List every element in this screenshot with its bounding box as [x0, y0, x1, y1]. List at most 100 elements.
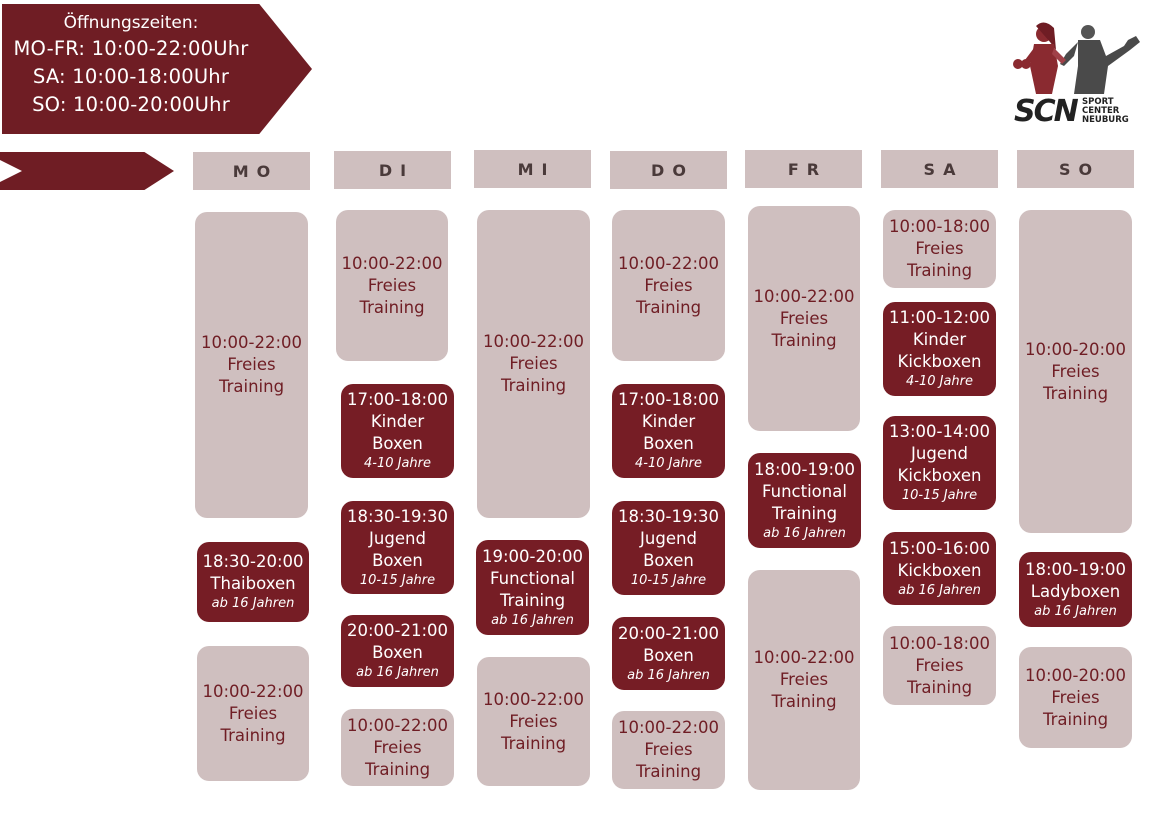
card-time: 17:00-18:00	[617, 390, 720, 409]
card-time: 10:00-20:00	[1024, 665, 1127, 685]
schedule-card: 10:00-18:00 Freies Training	[883, 626, 996, 705]
schedule-card: 10:00-18:00 Freies Training	[883, 210, 996, 288]
card-time: 10:00-18:00	[888, 217, 991, 236]
schedule-card: 10:00-22:00 Freies Training	[748, 206, 860, 431]
card-class: Freies	[1051, 361, 1100, 381]
card-class: Kickboxen	[897, 560, 982, 580]
card-class: Freies	[779, 670, 829, 689]
card-age: ab 16 Jahren	[627, 667, 710, 683]
card-class: Training	[1042, 709, 1109, 729]
card-class: Functional	[762, 481, 847, 501]
card-age: ab 16 Jahren	[898, 582, 981, 598]
card-class: Freies	[509, 711, 558, 731]
schedule-card: 11:00-12:00 Kinder Kickboxen 4-10 Jahre	[883, 302, 996, 396]
card-class: Freies	[373, 737, 422, 757]
day-header-so: SO	[1017, 150, 1134, 188]
schedule-card: 10:00-22:00 Freies Training	[748, 570, 860, 790]
card-age: 4-10 Jahre	[905, 374, 974, 389]
schedule-card: 10:00-20:00 Freies Training	[1019, 210, 1132, 533]
day-header-mi: MI	[474, 150, 591, 188]
schedule-card: 15:00-16:00 Kickboxen ab 16 Jahren	[883, 532, 996, 605]
card-age: ab 16 Jahren	[211, 596, 295, 611]
card-class: Training	[771, 692, 837, 711]
decorative-arrow	[0, 152, 174, 190]
schedule-card: 18:30-20:00 Thaiboxen ab 16 Jahren	[197, 542, 309, 622]
schedule-card: 10:00-20:00 Freies Training	[1019, 647, 1132, 748]
card-time: 10:00-22:00	[202, 681, 304, 701]
card-time: 13:00-14:00	[888, 422, 991, 441]
card-class: Boxen	[643, 551, 694, 570]
card-class: Jugend	[369, 528, 426, 548]
day-header-mo: MO	[193, 152, 310, 190]
card-class: Freies	[509, 354, 558, 373]
opening-hours-sunday: SO: 10:00-20:00Uhr	[32, 93, 230, 116]
card-time: 17:00-18:00	[346, 390, 449, 409]
card-age: ab 16 Jahren	[356, 665, 439, 680]
card-class: Ladyboxen	[1030, 581, 1121, 601]
card-class: Training	[500, 733, 567, 753]
card-class: Training	[218, 377, 285, 396]
card-time: 10:00-22:00	[341, 253, 443, 273]
card-time: 10:00-22:00	[617, 718, 720, 737]
card-class: Training	[635, 297, 702, 317]
card-age: 10-15 Jahre	[901, 488, 978, 503]
card-class: Freies	[644, 275, 693, 295]
card-time: 10:00-18:00	[888, 633, 991, 653]
athletes-figure-icon	[1013, 22, 1140, 94]
card-time: 15:00-16:00	[888, 538, 991, 558]
card-age: 4-10 Jahre	[634, 456, 703, 471]
card-class: Training	[906, 677, 973, 697]
card-class: Thaiboxen	[210, 574, 296, 593]
card-class: Kinder	[370, 412, 425, 431]
schedule-card: 20:00-21:00 Boxen ab 16 Jahren	[612, 617, 725, 690]
card-time: 11:00-12:00	[888, 308, 991, 327]
card-time: 10:00-22:00	[753, 286, 855, 306]
opening-hours-title: Öffnungszeiten:	[63, 13, 199, 33]
card-time: 20:00-21:00	[617, 623, 720, 643]
card-class: Boxen	[372, 550, 423, 570]
opening-hours-banner: Öffnungszeiten: MO-FR: 10:00-22:00Uhr SA…	[2, 4, 312, 134]
sport-center-logo: SCN SPORT CENTER NEUBURG	[1008, 20, 1144, 130]
card-class: Freies	[228, 703, 278, 723]
card-class: Training	[499, 590, 566, 610]
card-class: Boxen	[643, 434, 694, 453]
card-time: 18:30-19:30	[617, 507, 720, 526]
card-class: Kinder	[641, 412, 696, 431]
schedule-card: 10:00-22:00 Freies Training	[195, 212, 308, 518]
card-class: Freies	[644, 740, 693, 759]
card-class: Training	[500, 376, 567, 395]
card-time: 18:30-19:30	[346, 506, 449, 526]
card-class: Freies	[915, 239, 964, 258]
card-class: Freies	[367, 275, 417, 295]
card-time: 10:00-22:00	[200, 333, 303, 352]
card-class: Training	[220, 725, 286, 745]
card-class: Boxen	[372, 643, 423, 662]
card-time: 10:00-22:00	[753, 648, 855, 667]
card-time: 19:00-20:00	[481, 546, 584, 566]
card-class: Training	[364, 759, 431, 779]
day-header-do: DO	[610, 151, 727, 189]
day-header-sa: SA	[881, 150, 998, 188]
card-time: 10:00-22:00	[482, 332, 585, 351]
schedule-card: 18:30-19:30 Jugend Boxen 10-15 Jahre	[341, 501, 454, 594]
card-age: 10-15 Jahre	[359, 572, 436, 588]
schedule-card: 20:00-21:00 Boxen ab 16 Jahren	[341, 615, 454, 687]
card-time: 20:00-21:00	[346, 621, 449, 640]
card-class: Kickboxen	[897, 352, 982, 371]
card-class: Training	[635, 762, 702, 781]
card-class: Freies	[227, 355, 276, 374]
card-class: Freies	[779, 308, 829, 328]
schedule-card: 17:00-18:00 Kinder Boxen 4-10 Jahre	[612, 384, 725, 478]
card-age: 10-15 Jahre	[630, 573, 707, 588]
opening-hours-saturday: SA: 10:00-18:00Uhr	[32, 65, 230, 88]
schedule-card: 10:00-22:00 Freies Training	[197, 646, 309, 781]
card-time: 18:00-19:00	[1024, 559, 1127, 579]
card-time: 18:30-20:00	[202, 552, 304, 571]
card-time: 10:00-20:00	[1024, 339, 1127, 359]
card-age: 4-10 Jahre	[363, 456, 432, 471]
card-time: 18:00-19:00	[753, 459, 856, 479]
card-class: Kickboxen	[897, 466, 982, 485]
card-age: ab 16 Jahren	[763, 525, 846, 541]
schedule-card: 10:00-22:00 Freies Training	[336, 210, 448, 361]
logo-line-center: CENTER	[1082, 106, 1120, 116]
